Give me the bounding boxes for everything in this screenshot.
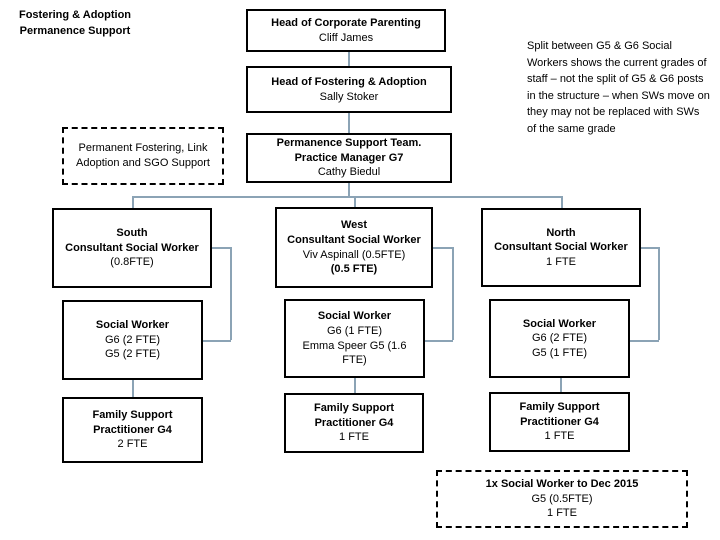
fte-label: 2 FTE bbox=[117, 438, 148, 451]
box-subtitle: Practitioner G4 bbox=[520, 415, 599, 428]
head-of-corporate-parenting-box: Head of Corporate Parenting Cliff James bbox=[246, 9, 446, 52]
north-consultant-box: North Consultant Social Worker 1 FTE bbox=[481, 208, 641, 287]
box-subtitle: Practitioner G4 bbox=[314, 416, 394, 429]
connector-team-stem bbox=[348, 183, 350, 196]
west-family-support-box: Family Support Practitioner G4 1 FTE bbox=[284, 393, 424, 453]
grade-label: G6 (2 FTE) bbox=[104, 333, 160, 346]
fte-label: (0.8FTE) bbox=[110, 256, 154, 269]
west-consultant-box: West Consultant Social Worker Viv Aspina… bbox=[275, 207, 433, 288]
connector-drop-north bbox=[561, 196, 563, 208]
box-title: Social Worker bbox=[522, 317, 597, 330]
grade-label: G5 (2 FTE) bbox=[104, 348, 160, 361]
elbow-west-out bbox=[433, 247, 452, 249]
box-title: Social Worker bbox=[317, 310, 392, 323]
box-person-name: Cliff James bbox=[318, 31, 374, 44]
elbow-south-down bbox=[230, 247, 232, 340]
grade-label: G6 (1 FTE) bbox=[326, 324, 382, 337]
connector-south-sw-to-fsp bbox=[132, 380, 134, 397]
role-label: Consultant Social Worker bbox=[65, 241, 199, 254]
elbow-west-down bbox=[452, 247, 454, 340]
box-person-name: Sally Stoker bbox=[319, 90, 379, 103]
west-social-worker-box: Social Worker G6 (1 FTE) Emma Speer G5 (… bbox=[284, 299, 425, 378]
permanence-support-team-box: Permanence Support Team. Practice Manage… bbox=[246, 133, 452, 183]
connector-corporate-to-fostering bbox=[348, 52, 350, 67]
box-title: Family Support bbox=[92, 409, 173, 422]
connector-west-sw-to-fsp bbox=[354, 378, 356, 393]
south-consultant-box: South Consultant Social Worker (0.8FTE) bbox=[52, 208, 212, 288]
region-label: West bbox=[340, 219, 368, 232]
connector-drop-west bbox=[354, 196, 356, 207]
temp-social-worker-note-box: 1x Social Worker to Dec 2015 G5 (0.5FTE)… bbox=[436, 470, 688, 528]
box-title: Family Support bbox=[313, 402, 395, 415]
fte-label: 1 FTE bbox=[546, 255, 576, 268]
head-of-fostering-adoption-box: Head of Fostering & Adoption Sally Stoke… bbox=[246, 66, 452, 113]
connector-north-sw-to-fsp bbox=[560, 378, 562, 392]
page-title: Fostering & Adoption Permanence Support bbox=[18, 9, 132, 37]
box-subtitle: Practitioner G4 bbox=[93, 423, 172, 436]
box-title: Social Worker bbox=[95, 319, 170, 332]
fte-label: (0.5 FTE) bbox=[330, 263, 378, 276]
note-grade: G5 (0.5FTE) bbox=[531, 492, 593, 505]
elbow-south-in bbox=[203, 340, 231, 342]
box-title: Head of Fostering & Adoption bbox=[271, 75, 427, 88]
connector-drop-south bbox=[132, 196, 134, 208]
note-line: Adoption and SGO Support bbox=[76, 157, 210, 169]
south-social-worker-box: Social Worker G6 (2 FTE) G5 (2 FTE) bbox=[62, 300, 203, 380]
elbow-north-in bbox=[630, 340, 659, 342]
elbow-north-down bbox=[658, 247, 660, 340]
grade-label: G5 (1 FTE) bbox=[531, 346, 587, 359]
role-label: Consultant Social Worker bbox=[287, 233, 421, 246]
box-person-name: Cathy Biedul bbox=[317, 166, 381, 179]
connector-fostering-to-team bbox=[348, 113, 350, 133]
fte-label: 1 FTE bbox=[544, 430, 575, 443]
grade-label: G6 (2 FTE) bbox=[531, 332, 587, 345]
south-family-support-box: Family Support Practitioner G4 2 FTE bbox=[62, 397, 203, 463]
role-label: Consultant Social Worker bbox=[494, 241, 628, 254]
box-title: Permanence Support Team. bbox=[276, 137, 422, 150]
box-title: Family Support bbox=[519, 401, 600, 414]
box-subtitle: Practice Manager G7 bbox=[294, 151, 404, 164]
person-fte-label: Viv Aspinall (0.5FTE) bbox=[302, 248, 406, 261]
note-line: Permanent Fostering, Link bbox=[78, 142, 208, 155]
grade-label: Emma Speer G5 (1.6 FTE) bbox=[302, 339, 407, 367]
permanent-fostering-note-box: Permanent Fostering, Link Adoption and S… bbox=[62, 127, 224, 185]
region-label: South bbox=[116, 227, 148, 240]
box-title: Head of Corporate Parenting bbox=[271, 16, 421, 29]
note-fte: 1 FTE bbox=[547, 507, 577, 520]
fte-label: 1 FTE bbox=[339, 431, 369, 444]
north-social-worker-box: Social Worker G6 (2 FTE) G5 (1 FTE) bbox=[489, 299, 630, 378]
elbow-south-out bbox=[212, 247, 230, 249]
elbow-west-in bbox=[424, 340, 453, 342]
elbow-north-out bbox=[641, 247, 658, 249]
side-note-text: Split between G5 & G6 Social Workers sho… bbox=[527, 40, 710, 135]
note-title: 1x Social Worker to Dec 2015 bbox=[485, 477, 639, 490]
region-label: North bbox=[546, 226, 576, 239]
north-family-support-box: Family Support Practitioner G4 1 FTE bbox=[489, 392, 630, 452]
connector-distribution-bar bbox=[132, 196, 562, 198]
